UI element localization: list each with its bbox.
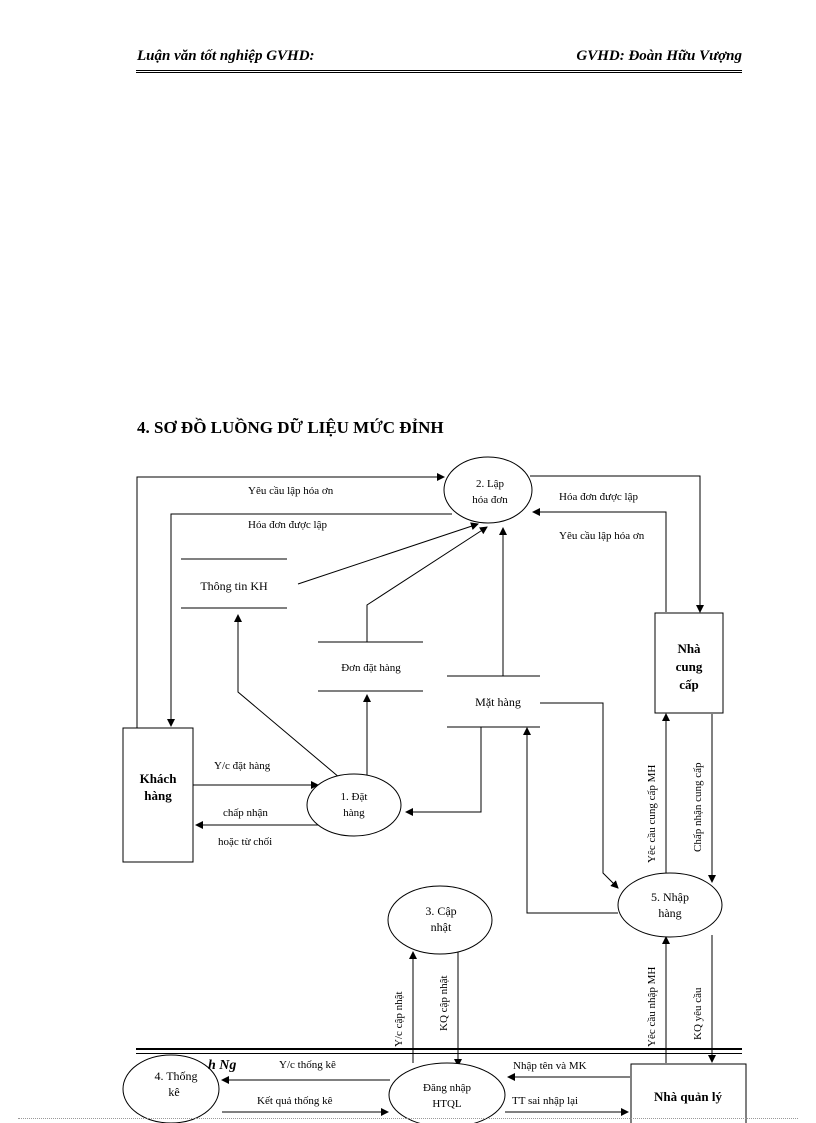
flow-yc-dat-hang-label: Y/c đặt hàng bbox=[214, 760, 271, 772]
flow-ket-qua-thong-ke-label: Kết quả thống kê bbox=[257, 1095, 333, 1107]
flow-chap-nhan-cung-cap-label: Chấp nhận cung cấp bbox=[692, 762, 704, 852]
flow-yc-cung-cap-label: Yêc cầu cung cấp MH bbox=[646, 765, 658, 863]
process-dat-hang-ellipse bbox=[306, 773, 402, 837]
entity-nha-cung-cap-line2: cung bbox=[676, 659, 703, 674]
section-title: 4. SƠ ĐỒ LUỒNG DỮ LIỆU MỨC ĐỈNH bbox=[137, 418, 444, 437]
flow-nhap-ten-mk-label: Nhập tên và MK bbox=[513, 1060, 587, 1072]
flow-yc-lap-hd-ncc-label: Yêu cầu lập hóa ơn bbox=[559, 530, 645, 542]
process-thong-ke-line2: kê bbox=[168, 1085, 179, 1099]
flow-tt-sai-label: TT sai nhập lại bbox=[512, 1095, 578, 1107]
entity-khach-hang-line2: hàng bbox=[144, 788, 172, 803]
process-cap-nhat-line2: nhật bbox=[431, 920, 452, 934]
process-lap-hoa-don-line1: 2. Lập bbox=[476, 478, 505, 490]
process-dang-nhap-line2: HTQL bbox=[432, 1098, 462, 1110]
footer-fragment-text: h Ng bbox=[208, 1058, 237, 1073]
bottom-rule bbox=[136, 1048, 742, 1054]
flow-thong-tin-kh-line bbox=[297, 522, 479, 585]
flow-hoa-don-duoc-lap-label: Hóa đơn được lập bbox=[248, 519, 327, 531]
process-cap-nhat-ellipse bbox=[387, 885, 493, 955]
process-lap-hoa-don-ellipse bbox=[443, 456, 533, 524]
entity-khach-hang-box bbox=[122, 727, 194, 863]
process-lap-hoa-don-line2: hóa đơn bbox=[472, 494, 508, 506]
process-thong-ke-ellipse bbox=[122, 1054, 220, 1123]
flow-mat-hang-nhap-line bbox=[540, 702, 619, 889]
flow-nhap-mat-hang-line bbox=[523, 727, 618, 914]
process-dat-hang-line1: 1. Đặt bbox=[341, 791, 368, 803]
flow-mat-hang-dat-hang-line bbox=[405, 727, 482, 816]
process-dang-nhap-line1: Đăng nhập bbox=[423, 1082, 471, 1094]
flow-hoa-don-ncc-label: Hóa đơn được lập bbox=[559, 491, 638, 503]
flow-yc-lap-hoa-don-label: Yêu cầu lập hóa ơn bbox=[248, 485, 334, 497]
footer-dotted-rule bbox=[18, 1118, 798, 1119]
header-left-text: Luận văn tốt nghiệp GVHD: bbox=[137, 48, 315, 64]
process-cap-nhat-line1: 3. Cập bbox=[425, 904, 456, 918]
process-nhap-hang-line2: hàng bbox=[658, 906, 681, 920]
process-dang-nhap-ellipse bbox=[388, 1062, 506, 1123]
entity-nha-cung-cap-line1: Nhà bbox=[677, 641, 701, 656]
flow-chap-nhan-label: chấp nhận bbox=[223, 807, 268, 819]
flow-yc-lap-hoa-don-line bbox=[136, 473, 445, 728]
flow-yc-cap-nhat-label: Y/c cập nhật bbox=[393, 991, 405, 1047]
flow-yc-lap-hd-ncc-line bbox=[532, 508, 667, 612]
entity-nha-cung-cap-line3: cấp bbox=[679, 677, 699, 692]
header-right-text: GVHD: Đoàn Hữu Vượng bbox=[576, 48, 742, 64]
process-thong-ke-line1: 4. Thống bbox=[154, 1069, 197, 1083]
store-mat-hang-label: Mặt hàng bbox=[475, 695, 521, 709]
store-don-dat-hang-label: Đơn đặt hàng bbox=[341, 662, 401, 674]
process-nhap-hang-line1: 5. Nhập bbox=[651, 890, 689, 904]
entity-nha-quan-ly-box bbox=[630, 1063, 747, 1123]
flow-hoa-don-ncc-line bbox=[530, 475, 704, 613]
flow-hoac-tu-choi-label: hoặc từ chối bbox=[218, 836, 272, 848]
flow-yc-nhap-mh-label: Yêc cầu nhập MH bbox=[646, 967, 658, 1047]
flow-yc-thong-ke-label: Y/c thống kê bbox=[279, 1059, 336, 1071]
entity-khach-hang-line1: Khách bbox=[140, 771, 178, 786]
flow-hoa-don-duoc-lap-line bbox=[167, 513, 452, 727]
flow-kq-yeu-cau-label: KQ yêu cầu bbox=[692, 987, 704, 1040]
process-nhap-hang-ellipse bbox=[617, 872, 723, 938]
entity-nha-cung-cap-box bbox=[654, 612, 724, 714]
entity-nha-quan-ly-label: Nhà quản lý bbox=[654, 1089, 722, 1104]
process-dat-hang-line2: hàng bbox=[343, 807, 365, 819]
flow-don-dat-hang-line bbox=[366, 526, 488, 642]
header-rule bbox=[136, 70, 742, 73]
store-thong-tin-kh-label: Thông tin KH bbox=[200, 579, 268, 593]
flow-dat-hang-kh-line bbox=[234, 614, 341, 779]
flow-kq-cap-nhat-label: KQ cập nhật bbox=[438, 975, 450, 1031]
